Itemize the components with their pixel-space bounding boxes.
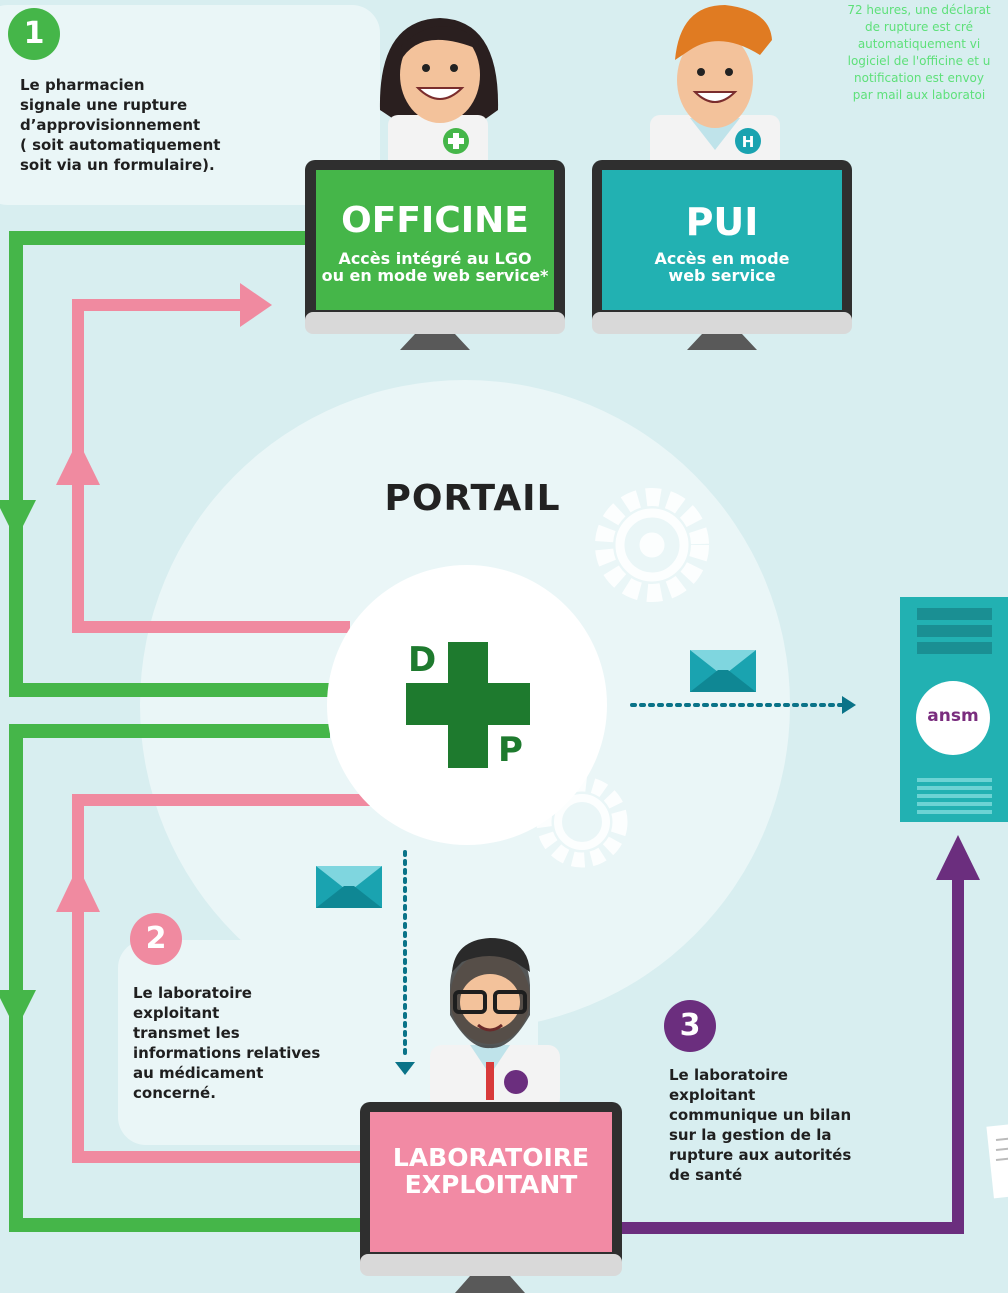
green-arrow-down-1 [0, 500, 36, 540]
envelope-icon [316, 866, 382, 908]
pui-subtitle: Accès en mode web service [654, 249, 790, 285]
laboratoire-screen: LABORATOIRE EXPLOITANT [370, 1112, 612, 1252]
officine-title: OFFICINE [341, 200, 529, 241]
auto-declaration-note: 72 heures, une déclarat de rupture est c… [847, 3, 991, 102]
officine-monitor [305, 160, 565, 350]
pui-monitor [592, 160, 852, 350]
portail-title: PORTAIL [384, 478, 561, 519]
lab-man-avatar [430, 938, 560, 1110]
officine-subtitle: Accès intégré au LGO ou en mode web serv… [321, 249, 549, 285]
step1-badge: 1 [8, 8, 60, 60]
ansm-server [900, 597, 1008, 822]
dotted-arrow-right [842, 696, 856, 714]
officine-screen: OFFICINE Accès intégré au LGO ou en mode… [316, 170, 554, 310]
pink-arrow-right [240, 283, 272, 327]
dotted-arrow-down [395, 1062, 415, 1075]
pui-title: PUI [685, 200, 759, 244]
pharmacist-man-avatar [650, 5, 780, 170]
envelope-icon [690, 650, 756, 692]
purple-flow-line [620, 875, 964, 1234]
logo-letter-p: P [498, 730, 523, 770]
gear-icon [595, 488, 709, 602]
dp-cross-logo [406, 642, 530, 768]
step3-text: Le laboratoire exploitant communique un … [669, 1066, 852, 1184]
laboratoire-monitor [360, 1102, 622, 1293]
laboratoire-title: LABORATOIRE EXPLOITANT [392, 1143, 590, 1199]
step2-text: Le laboratoire exploitant transmet les i… [133, 984, 321, 1102]
green-flow-lines [9, 231, 360, 1232]
step3-badge: 3 [664, 1000, 716, 1052]
pink-arrow-up-2 [56, 866, 100, 912]
ansm-logo-label: ansm [927, 706, 979, 726]
pui-screen: PUI Accès en mode web service [602, 170, 842, 310]
purple-arrow-up [936, 835, 980, 880]
step1-card [0, 5, 380, 205]
green-arrow-down-2 [0, 990, 36, 1030]
document-icon [986, 1123, 1008, 1199]
hospital-h-icon: H [742, 133, 755, 151]
step1-text: Le pharmacien signale une rupture d’appr… [20, 76, 221, 174]
pharmacist-woman-avatar [379, 18, 499, 170]
logo-letter-d: D [408, 640, 437, 680]
step2-badge: 2 [130, 913, 182, 965]
pink-arrow-up-1 [56, 440, 100, 485]
